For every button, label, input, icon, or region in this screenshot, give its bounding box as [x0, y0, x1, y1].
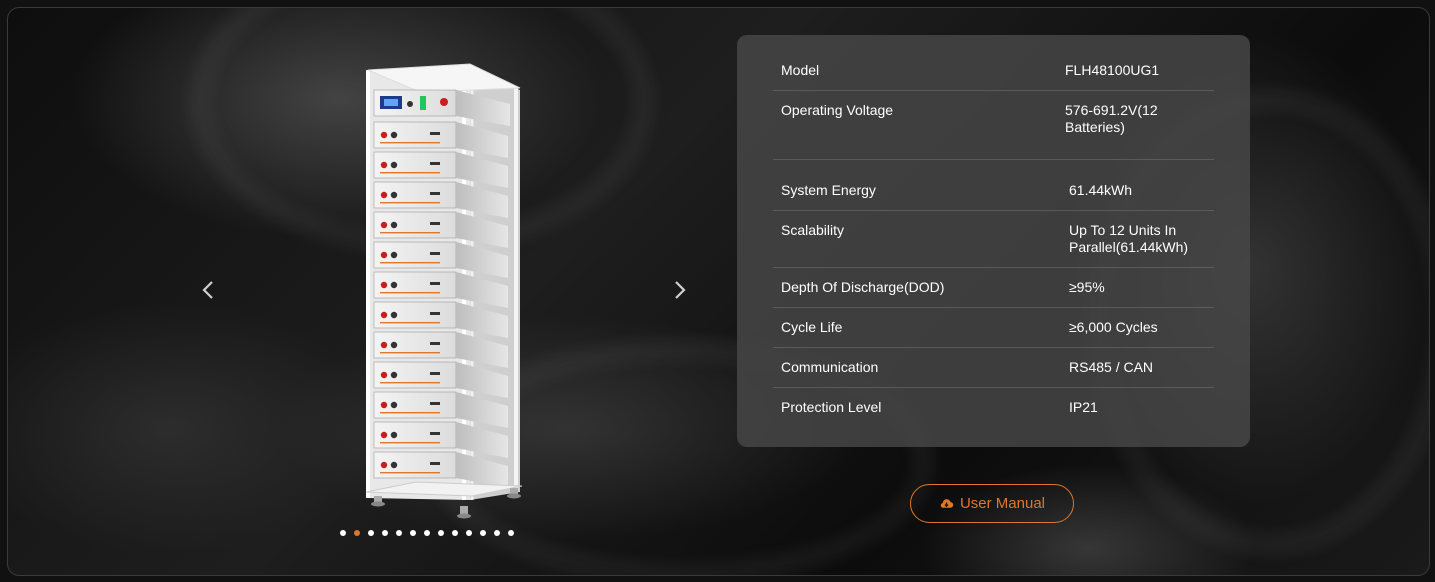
chevron-right-icon — [675, 281, 686, 299]
cloud-download-icon — [940, 499, 954, 508]
spec-label: Operating Voltage — [781, 102, 894, 118]
carousel-dot[interactable] — [396, 530, 402, 536]
carousel-dot[interactable] — [480, 530, 486, 536]
spec-row: Model FLH48100UG1 — [773, 62, 1214, 91]
spec-row: Protection Level IP21 — [773, 399, 1214, 427]
spec-row: Depth Of Discharge(DOD) ≥95% — [773, 279, 1214, 308]
carousel-dot[interactable] — [438, 530, 444, 536]
spec-label: Depth Of Discharge(DOD) — [781, 279, 945, 295]
carousel-dot[interactable] — [494, 530, 500, 536]
chevron-left-icon — [202, 281, 213, 299]
carousel-dot[interactable] — [340, 530, 346, 536]
spec-value: RS485 / CAN — [1069, 359, 1154, 375]
spec-value: Up To 12 Units In Parallel(61.44kWh) — [1069, 222, 1189, 255]
spec-row: Cycle Life ≥6,000 Cycles — [773, 319, 1214, 348]
spec-label: Communication — [781, 359, 879, 375]
carousel-dot[interactable] — [382, 530, 388, 536]
carousel-dot[interactable] — [424, 530, 430, 536]
spec-value: FLH48100UG1 — [1065, 62, 1160, 78]
spec-value: 61.44kWh — [1069, 182, 1133, 198]
carousel-prev-button[interactable] — [193, 275, 223, 305]
user-manual-label: User Manual — [959, 495, 1046, 512]
carousel-next-button[interactable] — [665, 275, 695, 305]
spec-row: Scalability Up To 12 Units In Parallel(6… — [773, 222, 1214, 268]
carousel-dot[interactable] — [452, 530, 458, 536]
spec-value: 576-691.2V(12 Batteries) — [1065, 102, 1158, 135]
carousel-dot[interactable] — [354, 530, 360, 536]
carousel-dot[interactable] — [508, 530, 514, 536]
spec-value: ≥6,000 Cycles — [1069, 319, 1158, 335]
spec-value: IP21 — [1069, 399, 1098, 415]
spec-panel: Model FLH48100UG1 Operating Voltage 576-… — [737, 35, 1250, 447]
battery-rack-image — [365, 63, 523, 519]
spec-row: System Energy 61.44kWh — [773, 182, 1214, 211]
spec-label: Cycle Life — [781, 319, 843, 335]
carousel-dot[interactable] — [368, 530, 374, 536]
spec-value: ≥95% — [1069, 279, 1105, 295]
carousel-dot[interactable] — [466, 530, 472, 536]
carousel-pagination — [340, 527, 514, 539]
spec-row: Operating Voltage 576-691.2V(12 Batterie… — [773, 102, 1214, 160]
spec-label: Scalability — [781, 222, 845, 238]
carousel-dot[interactable] — [410, 530, 416, 536]
spec-row: Communication RS485 / CAN — [773, 359, 1214, 388]
spec-label: Model — [781, 62, 820, 78]
spec-label: Protection Level — [781, 399, 882, 415]
spec-label: System Energy — [781, 182, 876, 198]
user-manual-button[interactable]: User Manual — [910, 484, 1074, 523]
